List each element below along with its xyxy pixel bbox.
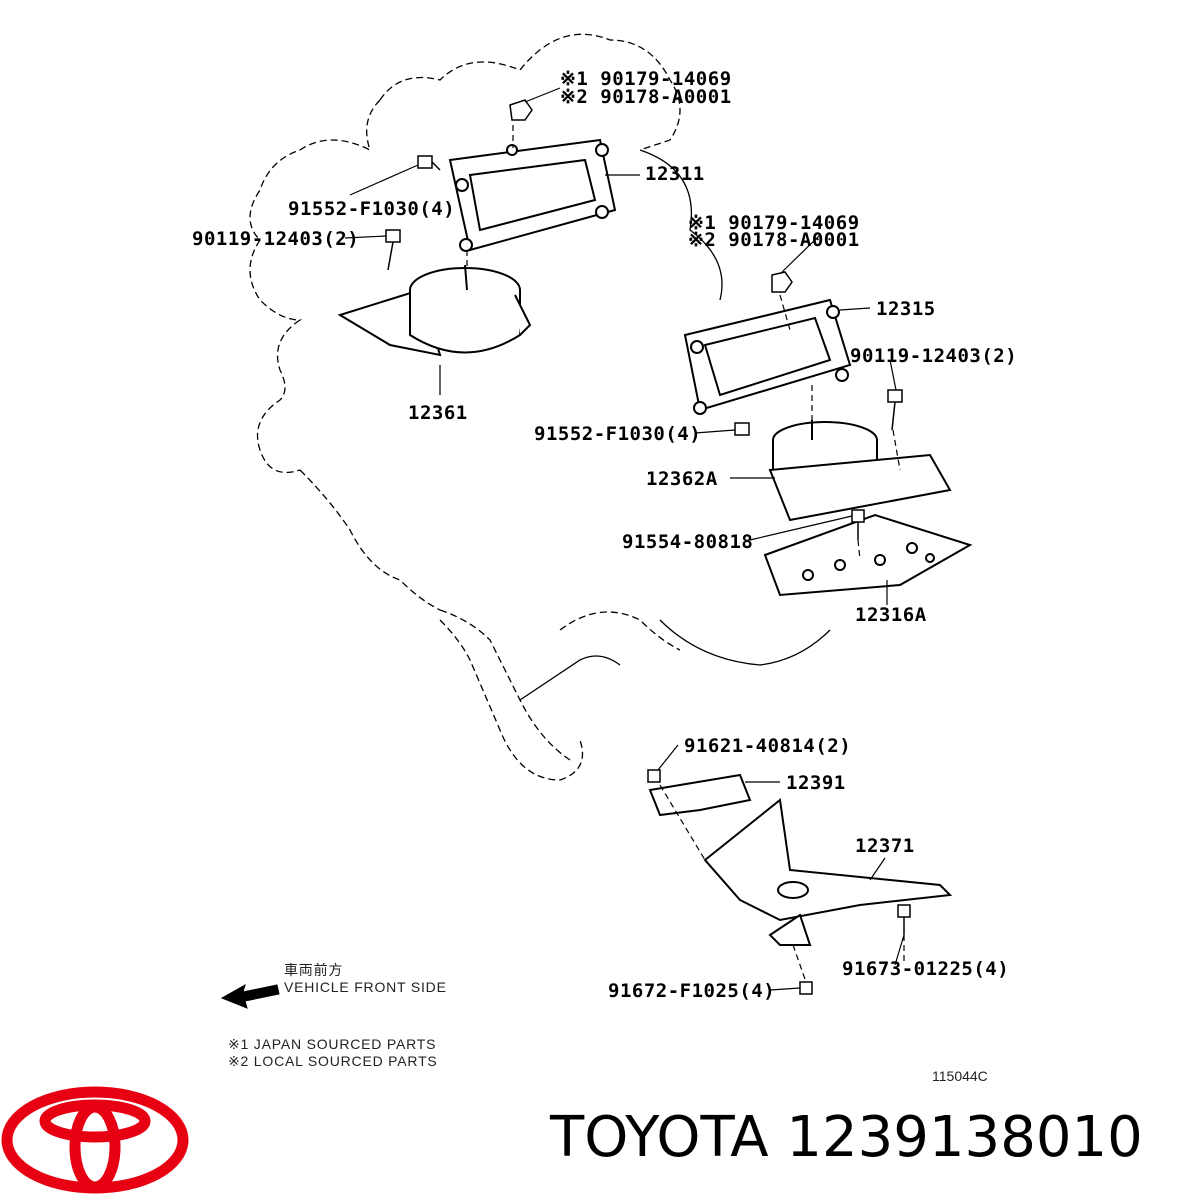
legend-local: ※2 LOCAL SOURCED PARTS bbox=[228, 1053, 438, 1069]
insulator-12361 bbox=[337, 264, 532, 357]
toyota-logo bbox=[1, 1086, 189, 1194]
legend-japan: ※1 JAPAN SOURCED PARTS bbox=[228, 1036, 437, 1052]
bolt-91673 bbox=[897, 904, 911, 935]
label-90119-b: 90119-12403(2) bbox=[850, 345, 1018, 367]
nut-mid bbox=[771, 271, 793, 293]
label-nut-top-1: ※1 90179-14069 bbox=[560, 68, 732, 90]
label-91672: 91672-F1025(4) bbox=[608, 980, 776, 1002]
front-note-jp: 車両前方 bbox=[284, 962, 344, 978]
label-91673: 91673-01225(4) bbox=[842, 958, 1010, 980]
bracket-12391 bbox=[648, 773, 752, 817]
label-12391: 12391 bbox=[786, 772, 846, 794]
bolt-91621 bbox=[647, 769, 661, 783]
label-91552-a: 91552-F1030(4) bbox=[288, 198, 456, 220]
illustration-ref: 115044C bbox=[932, 1068, 988, 1084]
brand-part-number: TOYOTA 1239138010 bbox=[550, 1105, 1143, 1170]
engine-outline-solid bbox=[519, 149, 831, 701]
label-nut-mid-2: ※2 90178-A0001 bbox=[688, 229, 860, 251]
bolt-91552-a bbox=[417, 155, 441, 171]
bracket-12371 bbox=[703, 798, 953, 946]
bolt-90119-a bbox=[385, 229, 401, 271]
nut-top bbox=[509, 99, 533, 121]
label-12311: 12311 bbox=[645, 163, 705, 185]
label-12316A: 12316A bbox=[855, 604, 927, 626]
bracket-12316A bbox=[763, 513, 973, 597]
front-note-en: VEHICLE FRONT SIDE bbox=[284, 979, 447, 995]
label-90119-a: 90119-12403(2) bbox=[192, 228, 360, 250]
bracket-12315 bbox=[683, 298, 852, 415]
label-12361: 12361 bbox=[408, 402, 468, 424]
bolt-91554 bbox=[851, 509, 865, 540]
label-91554: 91554-80818 bbox=[622, 531, 754, 553]
label-12362A: 12362A bbox=[646, 468, 718, 490]
label-nut-mid-1: ※1 90179-14069 bbox=[688, 212, 860, 234]
bracket-12311 bbox=[448, 138, 617, 252]
bolt-91672 bbox=[799, 981, 813, 995]
assembly-lines bbox=[466, 125, 905, 983]
label-91621: 91621-40814(2) bbox=[684, 735, 852, 757]
bolt-90119-b bbox=[887, 389, 903, 431]
label-91552-b: 91552-F1030(4) bbox=[534, 423, 702, 445]
label-12371: 12371 bbox=[855, 835, 915, 857]
label-nut-top-2: ※2 90178-A0001 bbox=[560, 86, 732, 108]
bolt-91552-b bbox=[734, 422, 750, 436]
leader-lines bbox=[344, 87, 905, 991]
insulator-12362A bbox=[768, 420, 952, 522]
front-arrow bbox=[220, 983, 280, 1009]
label-12315: 12315 bbox=[876, 298, 936, 320]
